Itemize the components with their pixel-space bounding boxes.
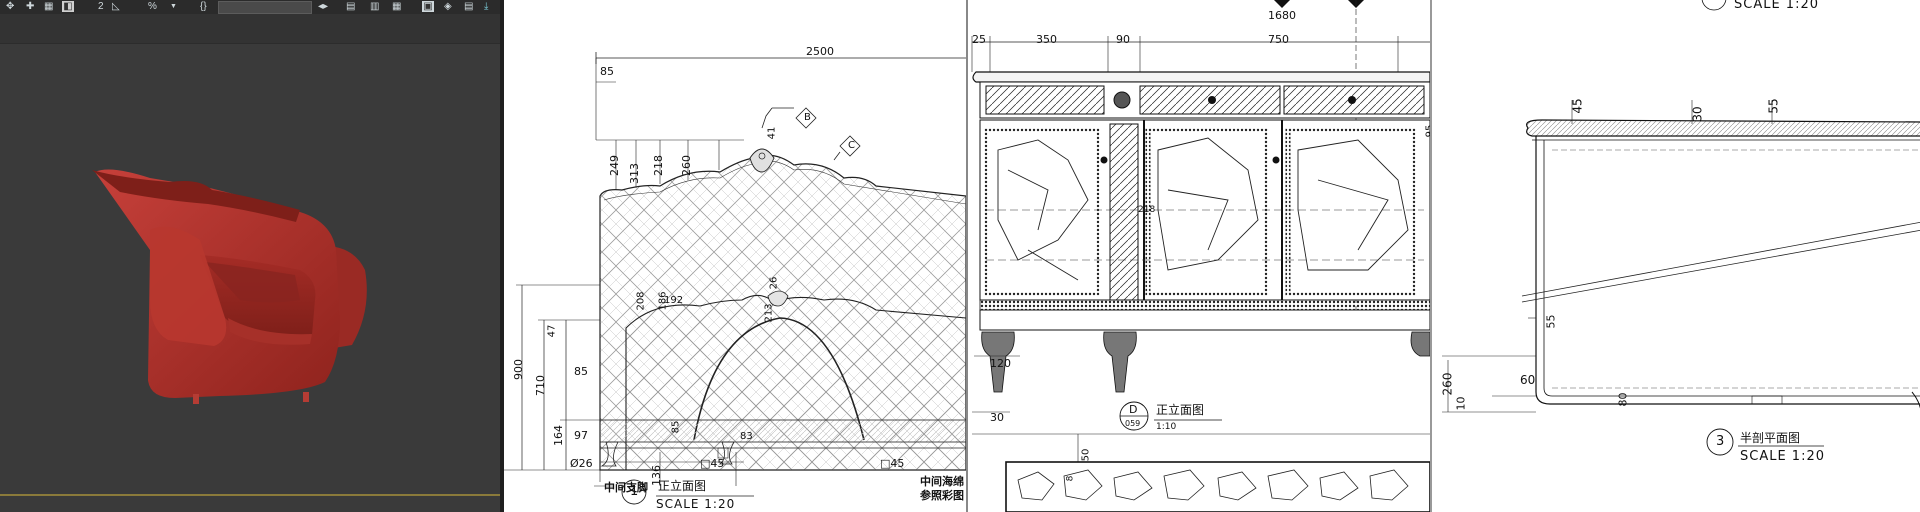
title-sheet-059: 059 bbox=[1125, 419, 1141, 428]
dim-50: 50 bbox=[1080, 448, 1092, 462]
3d-viewport[interactable]: ✥ ✚ ▦ ◧ 2 ◺ % ▼ {} ◂▸ ▤ ▥ ▦ ▣ ◈ ▤ ⤓ bbox=[0, 0, 504, 512]
dim-120: 120 bbox=[990, 357, 1011, 370]
bed-drawing-linework bbox=[504, 52, 966, 505]
dim-90: 90 bbox=[1116, 33, 1130, 46]
title-number-3: 3 bbox=[1716, 434, 1725, 449]
material-icon[interactable]: ◈ bbox=[444, 1, 452, 12]
main-toolbar: ✥ ✚ ▦ ◧ 2 ◺ % ▼ {} ◂▸ ▤ ▥ ▦ ▣ ◈ ▤ ⤓ bbox=[0, 0, 504, 15]
dim-10: 10 bbox=[1454, 396, 1468, 411]
render-icon[interactable]: ⤓ bbox=[484, 1, 489, 12]
dim-97: 97 bbox=[574, 429, 588, 442]
dim-249: 249 bbox=[608, 155, 621, 176]
dim-208: 208 bbox=[635, 291, 647, 311]
dim-phi-26: Ø26 bbox=[570, 457, 593, 470]
cabinet-drawing-linework bbox=[971, 0, 1430, 512]
dim-213: 213 bbox=[763, 303, 775, 323]
title-cabinet-name: 正立面图 bbox=[1156, 403, 1205, 417]
section-drawing-linework bbox=[1442, 0, 1920, 456]
title-number-1: 1 bbox=[630, 484, 639, 499]
dim-85-mid: 85 bbox=[574, 365, 588, 378]
chevron-down-icon[interactable]: ▼ bbox=[170, 3, 177, 10]
dim-218: 218 bbox=[652, 155, 665, 176]
dim-30: 30 bbox=[990, 411, 1004, 424]
dim-750: 750 bbox=[1268, 33, 1289, 46]
note-center-sponge-2: 参照彩图 bbox=[920, 489, 964, 502]
dim-710: 710 bbox=[534, 375, 547, 396]
dim-sq45-right: □45 bbox=[880, 457, 905, 470]
title-section-name: 半剖平面图 bbox=[1740, 431, 1801, 445]
render-setup-icon[interactable]: ▤ bbox=[464, 1, 474, 12]
layer-icon[interactable]: ▥ bbox=[370, 1, 380, 12]
title-letter-d: D bbox=[1129, 403, 1138, 416]
move-icon[interactable]: ✥ bbox=[6, 1, 15, 12]
dim-83: 83 bbox=[740, 431, 753, 442]
red-armchair-model[interactable] bbox=[0, 0, 504, 512]
dim-260-sec: 260 bbox=[1440, 372, 1455, 396]
dim-41: 41 bbox=[766, 126, 778, 140]
angle-snap-icon[interactable]: ◺ bbox=[112, 1, 120, 12]
dim-2500: 2500 bbox=[806, 45, 834, 58]
percent-snap-icon[interactable]: % bbox=[148, 1, 157, 12]
dim-350: 350 bbox=[1036, 33, 1057, 46]
viewport-divider bbox=[0, 43, 504, 44]
dim-218-cab: 218 bbox=[1138, 205, 1156, 215]
half-section-plan-drawing: SCALE 1:20 45 30 55 55 60 260 10 80 3 半剖… bbox=[1430, 0, 1920, 512]
cabinet-elevation-drawing: 1680 25 350 90 750 95 218 120 30 50 8 D … bbox=[966, 0, 1430, 512]
named-selection-field[interactable] bbox=[218, 1, 312, 14]
top-scale-label: SCALE 1:20 bbox=[1734, 0, 1820, 12]
dim-45: 45 bbox=[1570, 98, 1585, 114]
viewport-label-bar bbox=[0, 14, 504, 44]
dim-60: 60 bbox=[1520, 373, 1536, 387]
title-cabinet-scale: 1:10 bbox=[1156, 422, 1177, 432]
snap-2-5d-icon[interactable]: ◧ bbox=[62, 1, 74, 12]
dim-26: 26 bbox=[768, 276, 780, 290]
callout-c: C bbox=[848, 140, 855, 151]
note-center-leg: 中间支脚 bbox=[604, 481, 648, 494]
snap-toggle-label[interactable]: 2 bbox=[98, 1, 104, 12]
dim-55-side: 55 bbox=[1544, 314, 1558, 329]
dim-47: 47 bbox=[546, 324, 558, 338]
dim-55: 55 bbox=[1766, 98, 1781, 114]
title-bed-name: 正立面图 bbox=[658, 479, 707, 493]
viewport-border bbox=[500, 0, 504, 512]
dim-8: 8 bbox=[1065, 475, 1076, 482]
callout-b: B bbox=[804, 112, 811, 123]
dim-260: 260 bbox=[680, 155, 693, 176]
dim-164: 164 bbox=[552, 425, 565, 446]
grid-icon[interactable]: ▦ bbox=[392, 1, 402, 12]
schematic-icon[interactable]: ▣ bbox=[422, 1, 434, 12]
dim-313: 313 bbox=[628, 163, 641, 184]
dim-sq45-left: □45 bbox=[700, 457, 725, 470]
align-icon[interactable]: ▤ bbox=[346, 1, 356, 12]
dim-80: 80 bbox=[1616, 392, 1630, 407]
title-bed-scale: SCALE 1:20 bbox=[656, 497, 736, 511]
dim-85-top: 85 bbox=[600, 65, 614, 78]
dim-30-sec: 30 bbox=[1690, 106, 1705, 122]
dim-85-low: 85 bbox=[670, 420, 682, 434]
bed-elevation-drawing: 2500 85 249 313 218 260 41 26 208 186 19… bbox=[504, 0, 966, 512]
title-section-scale: SCALE 1:20 bbox=[1740, 449, 1826, 464]
dim-1680: 1680 bbox=[1268, 9, 1296, 22]
named-selection-icon[interactable]: {} bbox=[200, 1, 207, 12]
dim-25: 25 bbox=[972, 33, 986, 46]
viewport-bottom-highlight bbox=[0, 494, 500, 496]
dim-192: 192 bbox=[664, 295, 684, 306]
select-region-icon[interactable]: ▦ bbox=[44, 1, 54, 12]
select-icon[interactable]: ✚ bbox=[26, 1, 35, 12]
note-center-sponge-1: 中间海绵 bbox=[920, 475, 964, 488]
dim-900: 900 bbox=[512, 359, 525, 380]
mirror-icon[interactable]: ◂▸ bbox=[318, 1, 329, 12]
